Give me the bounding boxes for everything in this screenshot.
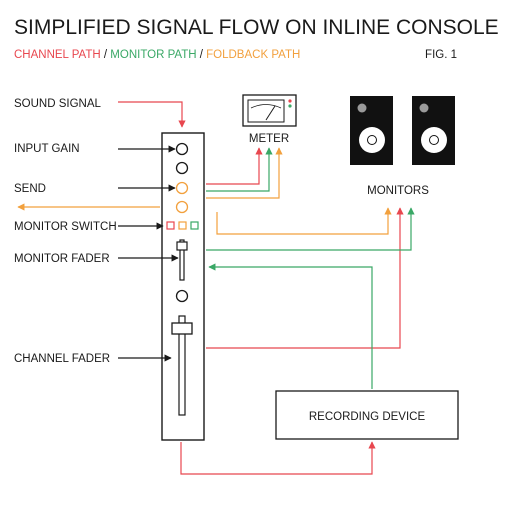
monitor-to-meter [206, 147, 273, 192]
label-monitor-switch: MONITOR SWITCH [14, 221, 117, 233]
monitor-switch-channel [166, 221, 175, 230]
sound-signal-path [118, 101, 186, 128]
send-knob [175, 181, 189, 195]
channel-to-recorder [180, 441, 376, 475]
monitor-speaker-left [350, 96, 393, 165]
recording-device-box [275, 390, 459, 440]
knob [175, 289, 189, 303]
label-monitor-fader: MONITOR FADER [14, 253, 110, 265]
meter-led-green [288, 104, 292, 108]
foldback-to-monitors [216, 207, 392, 235]
monitor-speaker-right [412, 96, 455, 165]
meter-scale [250, 104, 282, 109]
label-sound-signal: SOUND SIGNAL [14, 98, 102, 110]
speaker-dust-cap [429, 135, 439, 145]
legend-monitor-path: MONITOR PATH [110, 49, 196, 61]
speaker-tweeter [419, 103, 429, 113]
legend-separator: / [197, 49, 207, 61]
channel-fader-track [178, 315, 186, 416]
legend-foldback-path: FOLDBACK PATH [206, 49, 300, 61]
send-knob [175, 200, 189, 214]
monitor-switch-foldback [178, 221, 187, 230]
legend: CHANNEL PATH / MONITOR PATH / FOLDBACK P… [14, 49, 300, 61]
figure-number: FIG. 1 [425, 49, 457, 61]
label-channel-fader: CHANNEL FADER [14, 353, 110, 365]
label-input-gain: INPUT GAIN [14, 143, 80, 155]
legend-separator: / [101, 49, 111, 61]
recorder-to-monitor-path [208, 263, 373, 389]
monitor-fader-cap [176, 241, 188, 251]
meter-face [247, 99, 285, 123]
speaker-dust-cap [367, 135, 377, 145]
legend-channel-path: CHANNEL PATH [14, 49, 101, 61]
input-gain-knob [175, 142, 189, 156]
meter-needle [265, 105, 276, 121]
monitor-switch-monitor [190, 221, 199, 230]
knob [175, 161, 189, 175]
channel-to-monitors [206, 207, 404, 349]
meter [242, 94, 297, 127]
monitor-fader-track [179, 239, 185, 281]
monitor-to-monitors [206, 207, 415, 251]
label-send: SEND [14, 183, 46, 195]
meter-label: METER [249, 133, 289, 145]
speaker-tweeter [357, 103, 367, 113]
foldback-to-meter [206, 147, 283, 199]
page-title: SIMPLIFIED SIGNAL FLOW ON INLINE CONSOLE [14, 16, 499, 39]
channel-to-meter [206, 147, 263, 185]
recording-device-label: RECORDING DEVICE [309, 411, 426, 423]
channel-fader-cap [171, 322, 193, 335]
monitors-label: MONITORS [367, 185, 429, 197]
meter-led-red [288, 99, 292, 103]
